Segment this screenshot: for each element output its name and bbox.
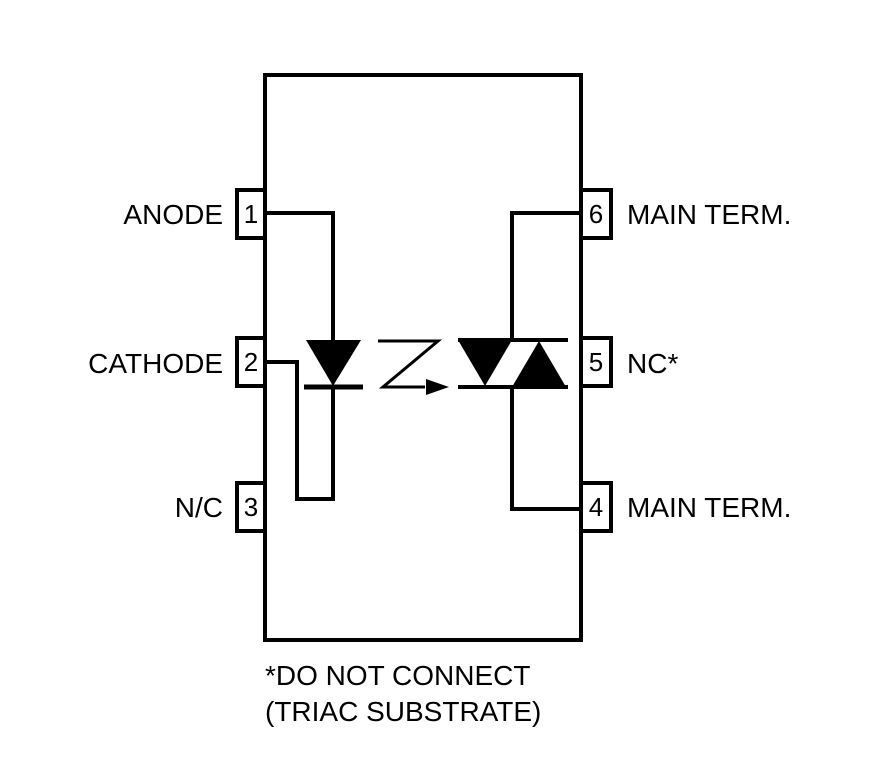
pin-6-label: MAIN TERM. [627,199,791,230]
pin-2-label: CATHODE [88,348,223,379]
triac-up-triangle [512,341,566,387]
light-emission-arrow [378,339,443,389]
pin-3-box [235,481,267,533]
pin-3-label: N/C [175,492,223,523]
triac-wiring [510,211,581,511]
footnote: *DO NOT CONNECT (TRIAC SUBSTRATE) [265,658,541,730]
led-wiring [265,211,335,501]
pin-1-number: 1 [244,199,258,229]
pin-4-number: 4 [589,492,603,522]
pin-3-number: 3 [244,492,258,522]
triac-down-triangle [458,340,512,386]
pin-5-box [579,336,613,388]
light-arrow-head [426,379,449,395]
pin-6-number: 6 [589,199,603,229]
pin-1-label: ANODE [123,199,223,230]
pin-2-number: 2 [244,347,258,377]
footnote-line-1: *DO NOT CONNECT [265,660,531,691]
pin-4-label: MAIN TERM. [627,492,791,523]
pin-1-box [235,188,267,240]
pin-5-number: 5 [589,347,603,377]
led-diode-triangle [306,340,361,386]
footnote-line-2: (TRIAC SUBSTRATE) [265,696,542,727]
pin-5-label: NC* [627,348,678,379]
